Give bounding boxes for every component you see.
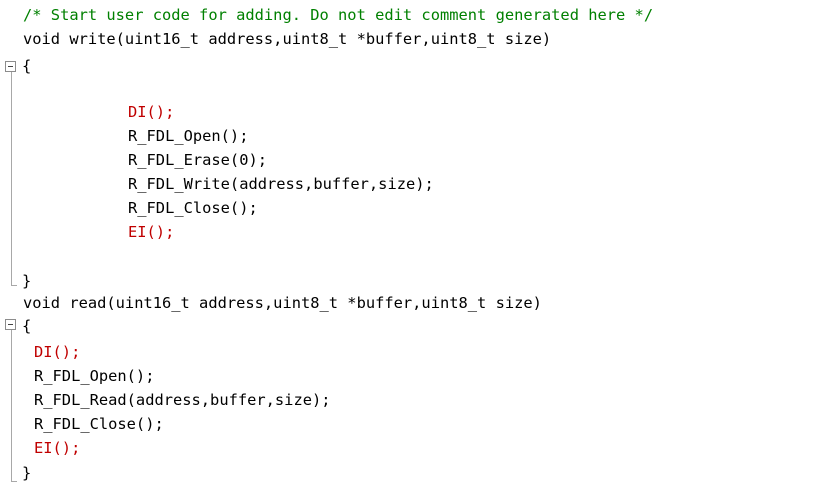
fold-collapse-write-icon[interactable] — [5, 61, 16, 72]
read-function-signature: void read(uint16_t address,uint8_t *buff… — [23, 294, 542, 312]
read-close-brace: } — [22, 464, 32, 482]
write-fdl-erase-call: R_FDL_Erase(0); — [128, 151, 267, 169]
fold-guide-write — [11, 72, 12, 286]
read-open-brace: { — [22, 317, 32, 335]
write-open-brace: { — [22, 57, 32, 75]
write-ei-call: EI(); — [128, 223, 175, 241]
fold-end-write — [11, 285, 17, 286]
read-fdl-close-call: R_FDL_Close(); — [34, 415, 164, 433]
comment-line: /* Start user code for adding. Do not ed… — [23, 6, 654, 24]
read-ei-call: EI(); — [34, 439, 81, 457]
write-fdl-write-call: R_FDL_Write(address,buffer,size); — [128, 175, 434, 193]
read-fdl-read-call: R_FDL_Read(address,buffer,size); — [34, 391, 331, 409]
write-function-signature: void write(uint16_t address,uint8_t *buf… — [23, 30, 552, 48]
write-fdl-close-call: R_FDL_Close(); — [128, 199, 258, 217]
write-di-call: DI(); — [128, 103, 175, 121]
write-fdl-open-call: R_FDL_Open(); — [128, 127, 249, 145]
fold-guide-read — [11, 330, 12, 482]
fold-collapse-read-icon[interactable] — [5, 319, 16, 330]
fold-end-read — [11, 481, 17, 482]
write-close-brace: } — [22, 272, 32, 290]
read-fdl-open-call: R_FDL_Open(); — [34, 367, 155, 385]
read-di-call: DI(); — [34, 343, 81, 361]
